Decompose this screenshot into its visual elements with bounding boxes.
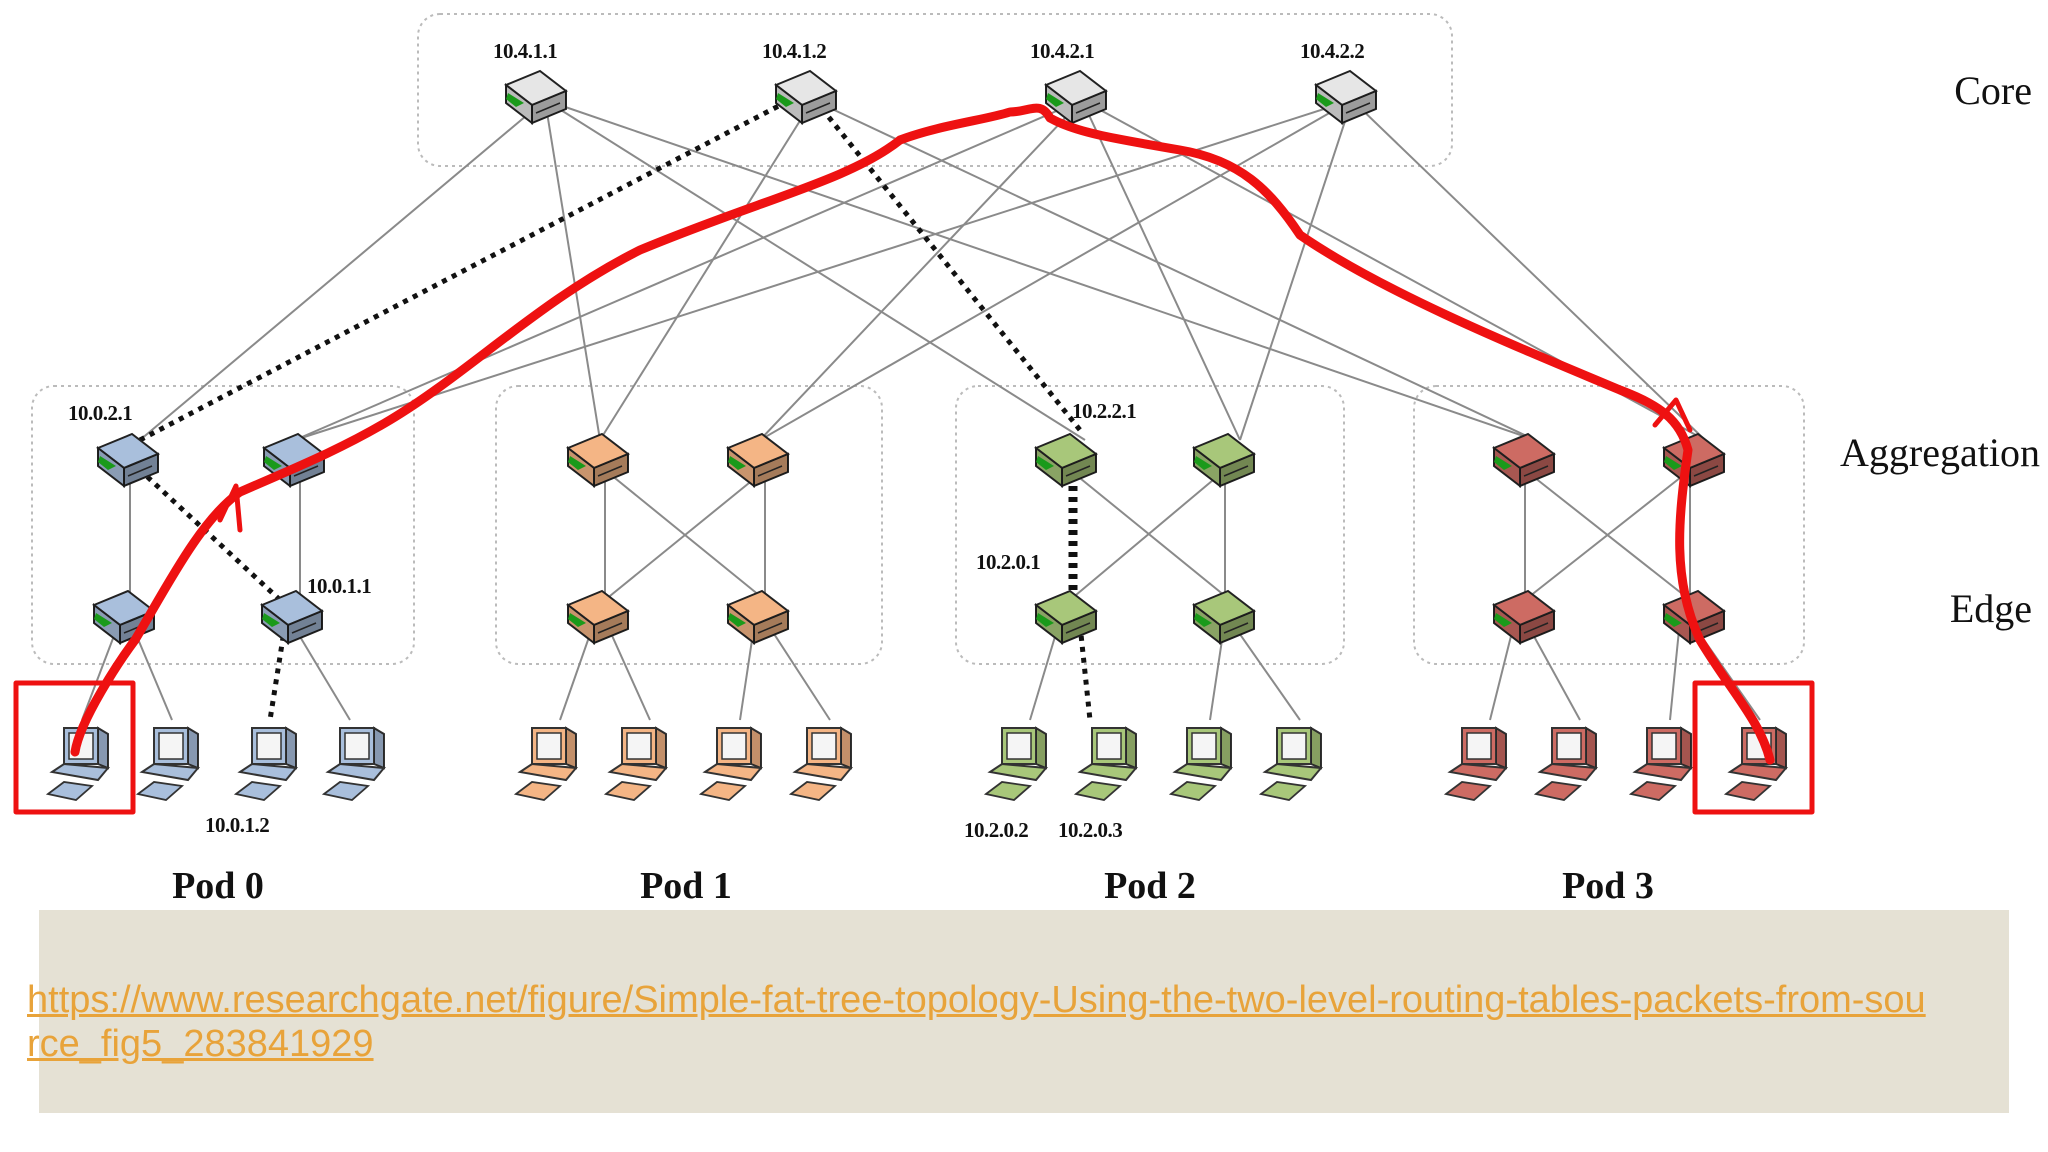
core-4-address: 10.4.2.2 — [1300, 39, 1364, 63]
aggregation-switch — [1493, 433, 1555, 487]
pod0-aggregation-address: 10.0.2.1 — [68, 401, 132, 425]
core-3-address: 10.4.2.1 — [1030, 39, 1094, 63]
core-switch — [775, 70, 837, 124]
pod1-group-box — [495, 385, 883, 665]
pod0-group-box — [31, 385, 415, 665]
source-link[interactable]: https://www.researchgate.net/figure/Simp… — [27, 979, 1926, 1065]
core-1-address: 10.4.1.1 — [493, 39, 557, 63]
aggregation-switch — [1663, 433, 1725, 487]
highlight-annotations — [13, 103, 1815, 815]
edge-switch — [567, 590, 629, 644]
pod-2-label: Pod 2 — [1104, 865, 1196, 907]
hosts — [47, 727, 1787, 801]
arrowhead — [1652, 397, 1693, 433]
pod2-host-2-address: 10.2.0.3 — [1058, 818, 1122, 842]
host-computer — [137, 727, 199, 801]
pod2-aggregation-address: 10.2.2.1 — [1072, 399, 1136, 423]
core-aggregation-links — [139, 99, 1706, 441]
edge-switch — [1035, 590, 1097, 644]
pod-1-label: Pod 1 — [640, 865, 732, 907]
pod-3-label: Pod 3 — [1562, 865, 1654, 907]
pod-labels: Pod 0 Pod 1 Pod 2 Pod 3 — [172, 865, 1654, 907]
aggregation-switch — [1035, 433, 1097, 487]
pod-0-label: Pod 0 — [172, 865, 264, 907]
host-computer — [323, 727, 385, 801]
caption-box — [39, 910, 2009, 1113]
pod0-edge-address: 10.0.1.1 — [307, 574, 371, 598]
aggregation-switch — [1193, 433, 1255, 487]
tier-boxes — [31, 13, 1805, 665]
arrowhead — [217, 483, 243, 533]
host-computer — [790, 727, 852, 801]
pod2-edge-address: 10.2.0.1 — [976, 550, 1040, 574]
edge-switches — [93, 590, 1725, 644]
pod0-host-address: 10.0.1.2 — [205, 813, 269, 837]
edge-tier-label: Edge — [1950, 586, 2032, 631]
host-computer — [515, 727, 577, 801]
core-switches — [505, 70, 1377, 124]
pod2-host-1-address: 10.2.0.2 — [964, 818, 1028, 842]
core-switch — [505, 70, 567, 124]
pod3-group-box — [1413, 385, 1805, 665]
edge-switch — [727, 590, 789, 644]
core-group-box — [417, 13, 1453, 167]
host-computer — [1445, 727, 1507, 801]
core-2-address: 10.4.1.2 — [762, 39, 826, 63]
host-computer — [1260, 727, 1322, 801]
example-path-dotted — [138, 97, 1093, 721]
core-tier-label: Core — [1954, 68, 2032, 113]
aggregation-switch — [727, 433, 789, 487]
source-host-highlight — [13, 680, 136, 815]
host-computer — [985, 727, 1047, 801]
destination-host-highlight — [1692, 680, 1815, 815]
edge-switch — [261, 590, 323, 644]
host-computer — [1170, 727, 1232, 801]
host-computer — [1075, 727, 1137, 801]
host-computer — [1535, 727, 1597, 801]
aggregation-switch — [567, 433, 629, 487]
edge-switch — [1193, 590, 1255, 644]
host-computer — [235, 727, 297, 801]
host-computer — [1725, 727, 1787, 801]
tier-labels: Core Aggregation Edge — [1840, 68, 2040, 631]
edge-switch — [1493, 590, 1555, 644]
host-computer — [1630, 727, 1692, 801]
highlight-route — [70, 103, 1775, 765]
address-labels: 10.4.1.1 10.4.1.2 10.4.2.1 10.4.2.2 10.0… — [68, 39, 1365, 842]
aggregation-tier-label: Aggregation — [1840, 430, 2040, 475]
pod2-group-box — [955, 385, 1345, 665]
host-computer — [605, 727, 667, 801]
host-computer — [700, 727, 762, 801]
core-switch — [1045, 70, 1107, 124]
